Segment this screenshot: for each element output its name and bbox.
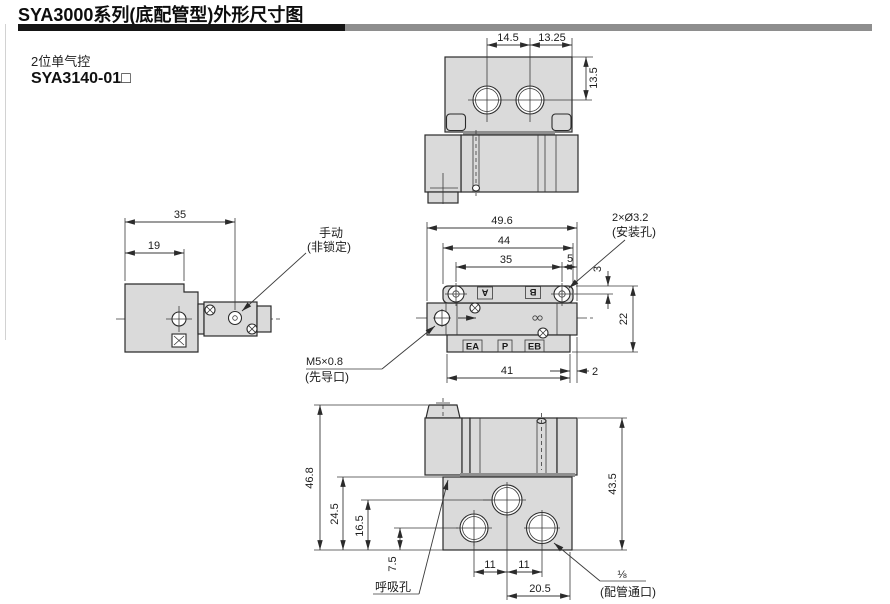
dim-2: 2: [592, 366, 598, 378]
dim-35: 35: [500, 254, 512, 266]
bottom-view-ports: [456, 482, 560, 546]
pilot-port-sub-label: (先导口): [305, 370, 349, 384]
pipe-port-sub-label: (配管通口): [600, 584, 656, 599]
dim-43-5: 43.5: [607, 473, 619, 494]
dim-24-5: 24.5: [329, 503, 341, 524]
pilot-port-label: M5×0.8: [306, 356, 343, 368]
gasket-seam: [463, 131, 555, 136]
dim-7-5: 7.5: [387, 556, 399, 571]
dim-46-8: 46.8: [304, 467, 316, 488]
front-view-mounting-holes: [445, 283, 573, 306]
mounting-hole-sub-label: (安装孔): [612, 224, 656, 239]
dim-35: 35: [174, 209, 186, 221]
port-eb-label: EB: [528, 342, 541, 353]
front-view: A B EA P EB: [305, 212, 656, 384]
title-underline-gray: [345, 24, 872, 31]
bottom-view-dimension-lines: [314, 404, 646, 600]
valve-type-label: 2位单气控: [31, 54, 91, 69]
bottom-view: 46.8 24.5 16.5 7.5 43.5 11 11 20.5 呼吸孔 ⅛…: [304, 398, 656, 600]
front-view-port-labels: A B EA P EB: [462, 286, 545, 353]
top-view: 14.5 13.25 13.5: [424, 32, 600, 204]
breather-leader-line: [418, 479, 449, 595]
side-view-dimension-lines: [124, 218, 307, 312]
side-view-symbols: [166, 304, 258, 348]
pilot-leader-line: [381, 325, 436, 370]
dim-14-5: 14.5: [497, 32, 518, 44]
dim-11-right: 11: [518, 559, 529, 571]
title-underline-black: [18, 24, 345, 31]
port-b-label: B: [529, 286, 536, 297]
page-edge-line: [5, 24, 6, 340]
top-view-dimension-lines: [487, 38, 593, 100]
dim-49-6: 49.6: [491, 215, 512, 227]
dim-22: 22: [618, 313, 630, 325]
breather-hole-label: 呼吸孔: [375, 580, 411, 594]
dim-3: 3: [592, 266, 604, 272]
side-view: 35 19 手动 (非锁定): [116, 209, 351, 353]
front-view-dimension-lines: [306, 222, 638, 383]
manual-leader-line: [241, 252, 307, 312]
dim-11-left: 11: [484, 559, 495, 571]
page-title: SYA3000系列(底配管型)外形尺寸图: [18, 5, 304, 25]
manual-label: 手动: [319, 226, 343, 240]
dim-44: 44: [498, 235, 510, 247]
pipe-size-label: ⅛: [617, 569, 627, 581]
dim-13-5: 13.5: [588, 67, 600, 88]
dim-13-25: 13.25: [538, 32, 566, 44]
dim-19: 19: [148, 240, 160, 252]
gasket-seam: [460, 473, 575, 477]
manual-sub-label: (非锁定): [307, 239, 351, 254]
port-p-label: P: [502, 342, 509, 353]
front-view-symbols: [433, 302, 549, 339]
side-view-outline: [124, 283, 272, 353]
top-view-ports: [468, 38, 592, 122]
mounting-hole-leader: [568, 239, 626, 289]
dim-16-5: 16.5: [354, 515, 366, 536]
model-number-label: SYA3140-01□: [31, 70, 131, 87]
dim-20-5: 20.5: [529, 583, 550, 595]
manual-override: [227, 310, 243, 326]
top-view-outline: [424, 56, 579, 204]
port-a-label: A: [481, 287, 488, 298]
mounting-hole-label: 2×Ø3.2: [612, 212, 648, 224]
bottom-view-outline: [424, 398, 578, 551]
pipe-leader-line: [553, 542, 601, 582]
port-ea-label: EA: [466, 342, 479, 353]
dim-5: 5: [567, 253, 573, 265]
dim-41: 41: [501, 365, 513, 377]
